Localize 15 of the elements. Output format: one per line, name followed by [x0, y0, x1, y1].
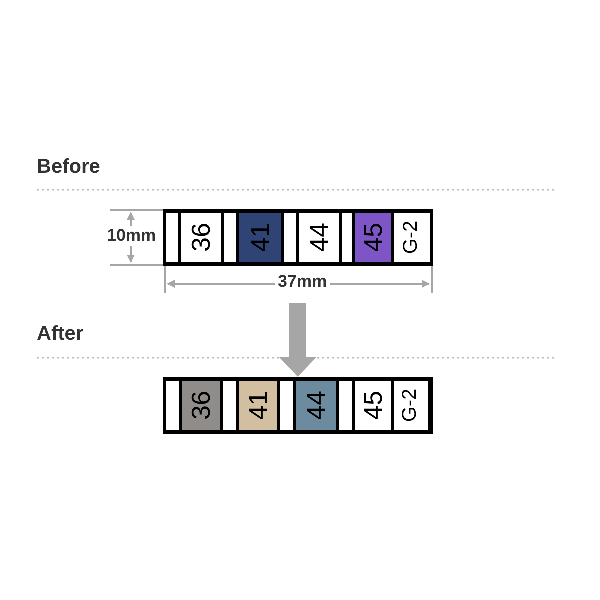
indicator-cell: 36 — [181, 213, 221, 262]
indicator-strip — [163, 377, 433, 434]
indicator-cell: 41 — [239, 381, 277, 430]
indicator-strip — [163, 209, 433, 266]
indicator-cell: 36 — [182, 381, 220, 430]
indicator-cell: 44 — [299, 213, 339, 262]
heading: After — [37, 323, 84, 346]
arrow — [279, 303, 317, 377]
heading: Before — [37, 156, 100, 179]
indicator-cell: 45 — [355, 213, 391, 262]
indicator-cell: 44 — [296, 381, 336, 430]
indicator-cell: 45 — [355, 381, 391, 430]
indicator-cell: G-2 — [394, 213, 430, 262]
indicator-cell: 41 — [239, 213, 281, 262]
indicator-cell: G-2 — [394, 381, 428, 430]
